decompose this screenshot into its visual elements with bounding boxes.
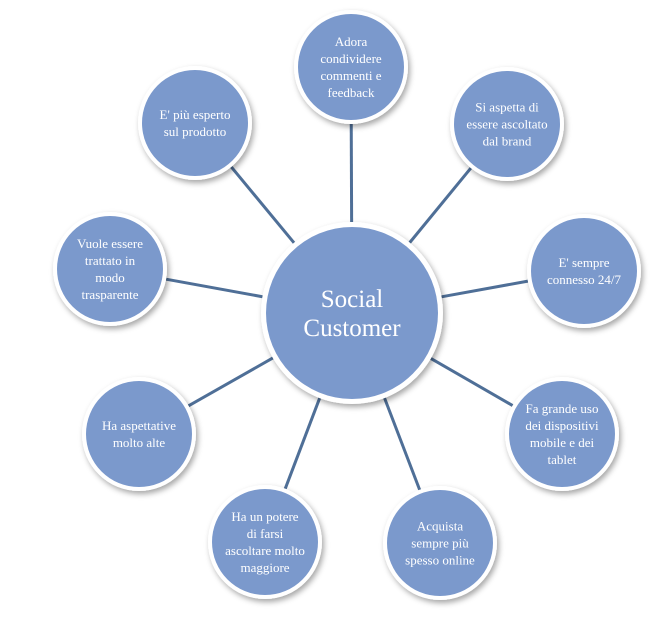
node-aspettative-line-1: Ha aspettative bbox=[102, 418, 176, 433]
node-ascoltato-line-2: essere ascoltato bbox=[466, 117, 547, 132]
node-potere-line-4: maggiore bbox=[240, 560, 289, 575]
node-condividere-line-3: commenti e bbox=[320, 68, 381, 83]
node-dispositivi-line-3: mobile e dei bbox=[530, 435, 595, 450]
node-condividere: Adora condividere commenti e feedback bbox=[294, 10, 408, 124]
node-circle bbox=[86, 381, 192, 487]
node-trasparente-line-4: trasparente bbox=[81, 287, 138, 302]
hub-title-line-2: Customer bbox=[303, 315, 401, 342]
node-potere-line-1: Ha un potere bbox=[231, 509, 298, 524]
node-condividere-line-1: Adora bbox=[335, 34, 368, 49]
node-dispositivi: Fa grande uso dei dispositivi mobile e dei… bbox=[505, 377, 619, 491]
connector-trasparente bbox=[165, 277, 263, 299]
node-ascoltato: Si aspetta di essere ascoltato dal brand bbox=[450, 67, 564, 181]
node-esperto-line-2: sul prodotto bbox=[164, 124, 226, 139]
node-connesso-line-2: connesso 24/7 bbox=[547, 272, 622, 287]
node-aspettative: Ha aspettative molto alte bbox=[82, 377, 196, 491]
connector-online bbox=[383, 397, 422, 491]
node-potere-line-3: ascoltare molto bbox=[225, 543, 305, 558]
hub-circle bbox=[266, 227, 438, 399]
node-condividere-line-4: feedback bbox=[328, 85, 375, 100]
node-trasparente-line-2: trattato in bbox=[85, 253, 136, 268]
connector-dispositivi bbox=[430, 357, 514, 407]
node-connesso-line-1: E' sempre bbox=[558, 255, 609, 270]
node-esperto: E' più esperto sul prodotto bbox=[138, 66, 252, 180]
connector-connesso bbox=[441, 279, 529, 299]
node-connesso: E' sempre connesso 24/7 bbox=[527, 214, 641, 328]
node-circle bbox=[212, 489, 318, 595]
hub-title-line-1: Social bbox=[321, 286, 384, 313]
node-potere-line-2: di farsi bbox=[247, 526, 284, 541]
node-esperto-line-1: E' più esperto bbox=[160, 107, 231, 122]
node-ascoltato-line-1: Si aspetta di bbox=[475, 100, 539, 115]
node-potere: Ha un potere di farsi ascoltare molto maggi… bbox=[208, 485, 322, 599]
node-circle bbox=[531, 218, 637, 324]
node-circle bbox=[509, 381, 615, 487]
node-online-line-1: Acquista bbox=[417, 519, 463, 534]
connector-aspettative bbox=[187, 356, 274, 408]
node-ascoltato-line-3: dal brand bbox=[483, 134, 532, 149]
node-circle bbox=[454, 71, 560, 177]
node-condividere-line-2: condividere bbox=[320, 51, 382, 66]
nodes: Adora condividere commenti e feedback Si asp… bbox=[53, 10, 641, 600]
node-circle bbox=[142, 70, 248, 176]
connectors bbox=[165, 123, 529, 491]
node-trasparente-line-1: Vuole essere bbox=[77, 236, 143, 251]
node-trasparente-line-3: modo bbox=[95, 270, 125, 285]
connector-potere bbox=[283, 397, 322, 490]
node-online-line-3: spesso online bbox=[405, 553, 475, 568]
node-dispositivi-line-4: tablet bbox=[548, 452, 577, 467]
node-circle bbox=[387, 490, 493, 596]
node-circle bbox=[298, 14, 404, 120]
node-trasparente: Vuole essere trattato in modo trasparente bbox=[53, 212, 167, 326]
node-aspettative-line-2: molto alte bbox=[113, 435, 166, 450]
node-online-line-2: sempre più bbox=[411, 536, 469, 551]
connector-ascoltato bbox=[408, 167, 473, 244]
node-dispositivi-line-1: Fa grande uso bbox=[526, 401, 599, 416]
connector-esperto bbox=[230, 165, 296, 244]
node-circle bbox=[57, 216, 163, 322]
node-dispositivi-line-2: dei dispositivi bbox=[525, 418, 599, 433]
node-online: Acquista sempre più spesso online bbox=[383, 486, 497, 600]
